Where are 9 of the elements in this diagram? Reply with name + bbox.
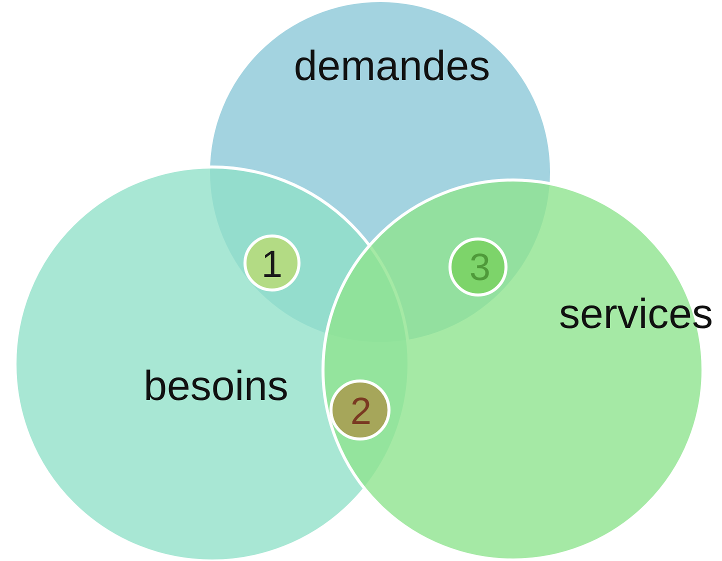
set-label: services (558, 293, 714, 335)
region-number: 3 (469, 249, 491, 287)
region-number: 2 (350, 393, 372, 431)
region-number-circle (450, 239, 506, 295)
set-label: besoins (144, 365, 288, 407)
region-number: 1 (261, 246, 283, 284)
region-number-circle (331, 381, 389, 439)
region-number-circle (245, 236, 299, 290)
set-label: demandes (294, 45, 490, 87)
